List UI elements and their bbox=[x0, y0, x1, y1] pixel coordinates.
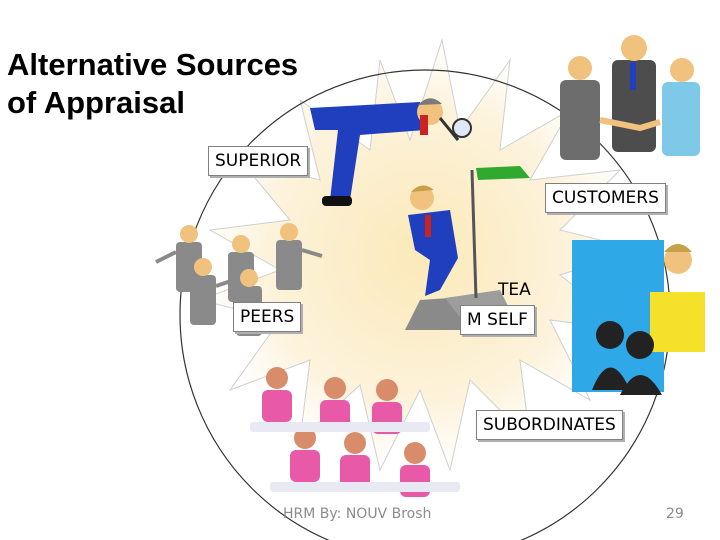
meeting-figure bbox=[572, 240, 705, 395]
customers-label: CUSTOMERS bbox=[545, 183, 666, 213]
team-self-label-line-1: TEA bbox=[498, 280, 531, 300]
slide-title-line-1: Alternative Sources bbox=[7, 47, 299, 82]
slide-title: Alternative Sources of Appraisal bbox=[7, 46, 298, 122]
subordinates-label: SUBORDINATES bbox=[476, 410, 623, 440]
customers-figure bbox=[560, 35, 700, 160]
footer-credit: HRM By: NOUV Brosh bbox=[283, 506, 432, 522]
team-self-label-line-2: M SELF bbox=[467, 310, 528, 330]
peers-figure bbox=[155, 223, 323, 336]
page-number: 29 bbox=[666, 506, 684, 522]
superior-label: SUPERIOR bbox=[208, 146, 309, 176]
peers-label: PEERS bbox=[233, 302, 302, 332]
team-self-label: M SELF bbox=[460, 305, 535, 335]
superior-figure bbox=[310, 98, 472, 206]
subordinates-figure bbox=[250, 367, 460, 497]
slide-title-line-2: of Appraisal bbox=[7, 85, 185, 120]
